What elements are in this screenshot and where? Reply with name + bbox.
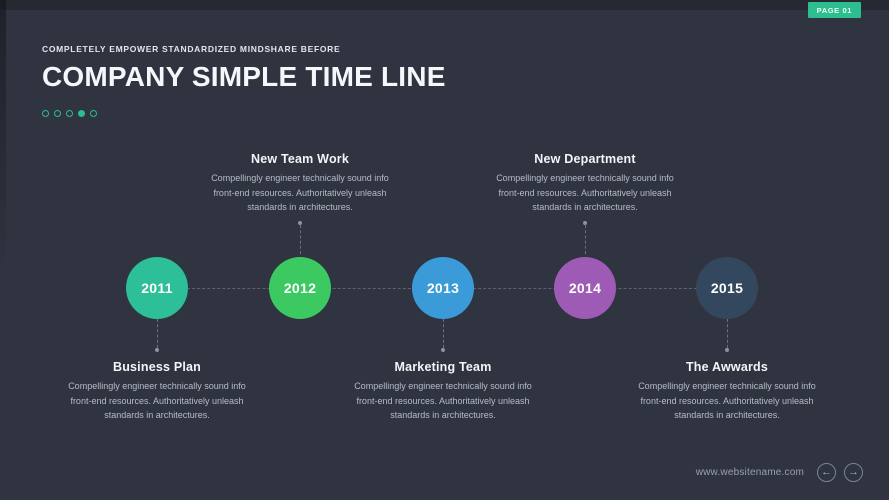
timeline-year-label: 2015 (710, 280, 744, 296)
milestone-label-marketing-team: Marketing Team Compellingly engineer tec… (343, 319, 543, 423)
page-number-badge: PAGE 01 (807, 2, 861, 18)
pagination-dot[interactable] (42, 110, 49, 117)
next-slide-button[interactable]: → (844, 463, 863, 482)
left-edge-shadow (0, 0, 6, 280)
connector-dot (298, 220, 302, 225)
connector-dashed-line (442, 319, 444, 348)
milestone-title: New Team Work (251, 152, 349, 166)
top-edge-shadow (0, 0, 889, 10)
connector-dot (155, 348, 159, 352)
milestone-description: Compellingly engineer technically sound … (211, 173, 389, 213)
slide-nav-buttons: ← → (817, 463, 863, 482)
timeline-year-circle-2013: 2013 (412, 257, 474, 319)
milestone-label-new-department: New Department Compellingly engineer tec… (485, 152, 685, 254)
connector-dashed-line (156, 319, 158, 348)
connector-dot (441, 348, 445, 352)
timeline-year-label: 2014 (568, 280, 602, 296)
arrow-left-icon: ← (821, 466, 832, 478)
connector-dashed-line (299, 224, 301, 254)
connector-line (298, 220, 302, 254)
connector-line (583, 220, 587, 254)
milestone-title: Marketing Team (394, 360, 492, 374)
slide-footer: www.websitename.com ← → (696, 463, 863, 482)
arrow-right-icon: → (848, 466, 859, 478)
connector-dashed-line (726, 319, 728, 348)
connector-dashed-line (584, 224, 586, 254)
pagination-dot[interactable] (54, 110, 61, 117)
milestone-description: Compellingly engineer technically sound … (638, 381, 816, 421)
milestone-title: The Awwards (685, 360, 769, 374)
pagination-dot-active[interactable] (78, 110, 85, 117)
milestone-title: New Department (534, 152, 636, 166)
slide-subtitle: COMPLETELY EMPOWER STANDARDIZED MINDSHAR… (42, 44, 341, 54)
slide-header: COMPLETELY EMPOWER STANDARDIZED MINDSHAR… (42, 44, 446, 117)
timeline-year-circle-2015: 2015 (696, 257, 758, 319)
timeline-year-label: 2011 (141, 280, 173, 296)
connector-dot (583, 220, 587, 225)
timeline-year-circle-2014: 2014 (554, 257, 616, 319)
timeline-year-label: 2013 (426, 280, 460, 296)
milestone-description: Compellingly engineer technically sound … (496, 173, 674, 213)
page-title: COMPANY SIMPLE TIME LINE (42, 61, 446, 92)
milestone-description: Compellingly engineer technically sound … (354, 381, 532, 421)
pagination-dot[interactable] (66, 110, 73, 117)
pagination-dots (42, 110, 446, 117)
website-link[interactable]: www.websitename.com (695, 467, 804, 478)
milestone-label-business-plan: Business Plan Compellingly engineer tech… (57, 319, 257, 423)
connector-line (725, 319, 729, 352)
connector-line (441, 319, 445, 352)
pagination-dot[interactable] (90, 110, 97, 117)
connector-dot (725, 348, 729, 352)
milestone-label-new-team-work: New Team Work Compellingly engineer tech… (200, 152, 400, 254)
timeline-year-circle-2012: 2012 (269, 257, 331, 319)
timeline-year-label: 2012 (283, 280, 317, 296)
timeline-year-circle-2011: 2011 (126, 257, 188, 319)
connector-line (155, 319, 159, 352)
milestone-description: Compellingly engineer technically sound … (68, 381, 246, 421)
milestone-title: Business Plan (112, 360, 202, 374)
milestone-label-the-awwards: The Awwards Compellingly engineer techni… (627, 319, 827, 423)
previous-slide-button[interactable]: ← (817, 463, 836, 482)
